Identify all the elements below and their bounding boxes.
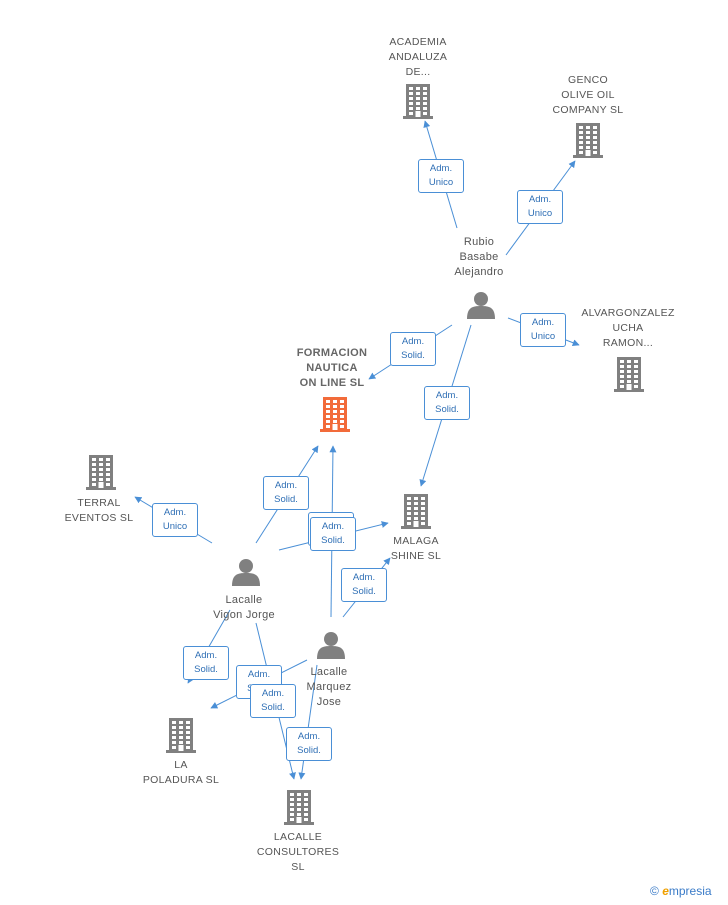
node-label-formacion[interactable]: FORMACION NAUTICA ON LINE SL: [296, 347, 368, 389]
edge-label-rubio-genco[interactable]: Adm. Unico: [517, 190, 563, 224]
building-icon-genco: [573, 123, 603, 158]
building-icon-academia: [403, 84, 433, 119]
edge-label-rubio-academia[interactable]: Adm. Unico: [418, 159, 464, 193]
building-icon-alvargonzalez: [614, 357, 644, 392]
edge-label-marquez-consultores[interactable]: Adm. Solid.: [286, 727, 332, 761]
edge-label-vigon-poladura[interactable]: Adm. Solid.: [183, 646, 229, 680]
person-icon-marquez: [317, 632, 345, 659]
node-label-genco[interactable]: GENCO OLIVE OIL COMPANY SL: [552, 74, 624, 116]
node-label-terral[interactable]: TERRAL EVENTOS SL: [64, 497, 134, 524]
node-label-marquez[interactable]: Lacalle Marquez Jose: [306, 666, 352, 708]
building-icon-terral: [86, 455, 116, 490]
edge-label-marquez-formacion[interactable]: Adm. Solid.: [310, 517, 356, 551]
node-label-vigon[interactable]: Lacalle Vigon Jorge: [213, 594, 275, 621]
building-icon-formacion: [320, 397, 350, 432]
edge-label-rubio-formacion[interactable]: Adm. Solid.: [390, 332, 436, 366]
copyright-icon: ©: [650, 884, 659, 898]
building-icon-consultores: [284, 790, 314, 825]
person-icon-rubio: [467, 292, 495, 319]
edge-label-rubio-malaga[interactable]: Adm. Solid.: [424, 386, 470, 420]
edge-label-rubio-alvargonzalez[interactable]: Adm. Unico: [520, 313, 566, 347]
node-label-malaga[interactable]: MALAGA SHINE SL: [390, 535, 442, 562]
edge-label-vigon-formacion[interactable]: Adm. Solid.: [263, 476, 309, 510]
edge-label-vigon-terral[interactable]: Adm. Unico: [152, 503, 198, 537]
building-icon-poladura: [166, 718, 196, 753]
edge-label-marquez-malaga[interactable]: Adm. Solid.: [341, 568, 387, 602]
node-label-academia[interactable]: ACADEMIA ANDALUZA DE...: [388, 36, 448, 78]
node-label-rubio[interactable]: Rubio Basabe Alejandro: [454, 236, 504, 278]
node-label-alvargonzalez[interactable]: ALVARGONZALEZ UCHA RAMON...: [581, 307, 675, 349]
brand-name: mpresia: [668, 884, 712, 898]
empresia-brand[interactable]: © empresia: [650, 884, 712, 898]
node-label-consultores[interactable]: LACALLE CONSULTORES SL: [256, 831, 340, 873]
node-label-poladura[interactable]: LA POLADURA SL: [142, 759, 220, 786]
person-icon-vigon: [232, 559, 260, 586]
brand-initial: e: [662, 884, 669, 898]
building-icon-malaga: [401, 494, 431, 529]
edge-label-vigon-consultores[interactable]: Adm. Solid.: [250, 684, 296, 718]
